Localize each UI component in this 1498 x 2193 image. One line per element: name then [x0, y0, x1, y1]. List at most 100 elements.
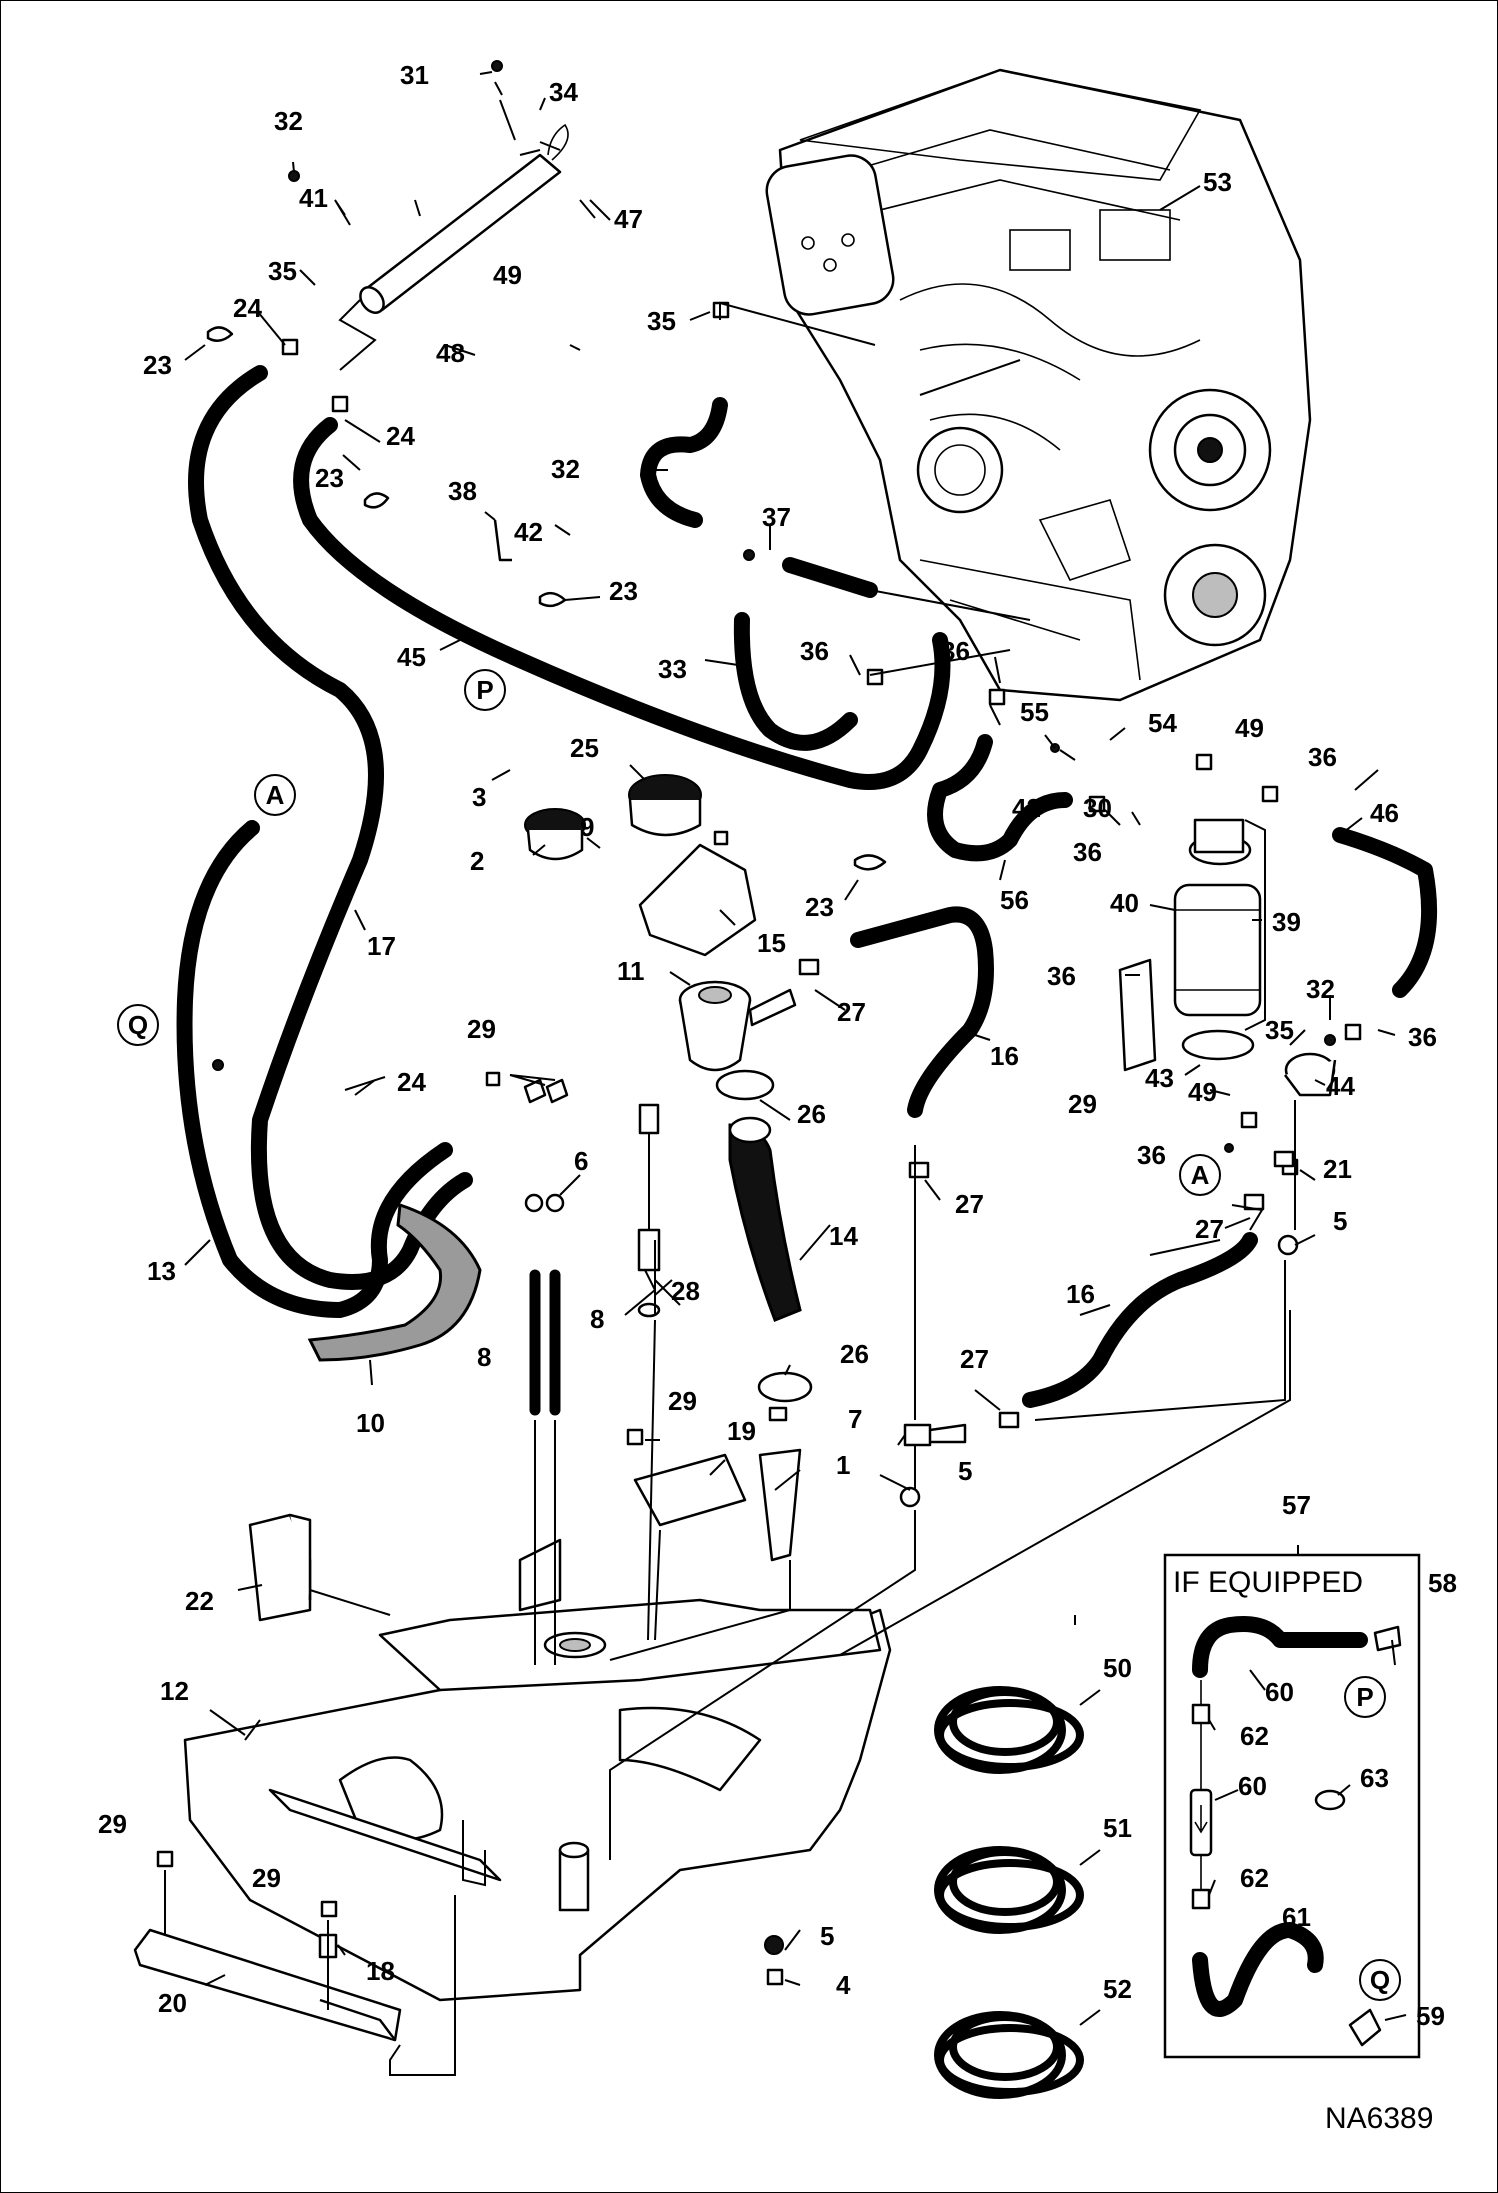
- part-label: 2: [470, 846, 484, 876]
- part-label: 7: [848, 1404, 862, 1434]
- part-label: 56: [1000, 885, 1029, 915]
- part-label: 42: [514, 517, 543, 547]
- part-label: 28: [671, 1276, 700, 1306]
- part-label: 27: [960, 1344, 989, 1374]
- skid-plate-20: [133, 1928, 402, 2042]
- part-label: 19: [727, 1416, 756, 1446]
- hose-13: [176, 820, 453, 1318]
- part-label: 63: [1360, 1763, 1389, 1793]
- part-label: 49: [493, 260, 522, 290]
- part-label: 47: [614, 204, 643, 234]
- part-label: 6: [574, 1146, 588, 1176]
- part-label: 27: [837, 997, 866, 1027]
- part-label: 23: [143, 350, 172, 380]
- clamp-26-lower: [757, 1371, 813, 1403]
- part-label: 36: [1308, 742, 1337, 772]
- part-label: 41: [299, 183, 328, 213]
- hose-48: [1332, 827, 1438, 998]
- part-label: 32: [274, 106, 303, 136]
- part-label: 16: [1066, 1279, 1095, 1309]
- part-label: 58: [1428, 1568, 1457, 1598]
- part-label: 18: [366, 1956, 395, 1986]
- part-label: 15: [757, 928, 786, 958]
- part-label: 52: [1103, 1974, 1132, 2004]
- part-label: 5: [820, 1921, 834, 1951]
- part-label: 22: [185, 1586, 214, 1616]
- part-label: 62: [1240, 1863, 1269, 1893]
- part-label: 32: [1306, 974, 1335, 1004]
- callouts: A Q P A P Q: [117, 669, 1401, 2001]
- part-label: 30: [1083, 793, 1112, 823]
- part-label: 10: [356, 1408, 385, 1438]
- part-label: 36: [1047, 961, 1076, 991]
- part-label: 50: [1103, 1653, 1132, 1683]
- part-label: 37: [762, 502, 791, 532]
- part-label: 59: [1416, 2001, 1445, 2031]
- callout-q-left: Q: [128, 1010, 148, 1040]
- part-label: 29: [252, 1863, 281, 1893]
- fuel-pump-46: [1284, 1052, 1337, 1097]
- part-label: 20: [158, 1988, 187, 2018]
- engine-assembly: [765, 68, 1312, 702]
- filler-neck-hose-14: [728, 1116, 802, 1322]
- part-label: 39: [1272, 907, 1301, 937]
- plate-22: [248, 1513, 312, 1622]
- callout-q-box: Q: [1370, 1965, 1390, 1995]
- part-label: 9: [580, 812, 594, 842]
- part-labels: 1 2 3 4 5 5 5 6 7 8 8 9 10 11 12 13 14 1…: [98, 60, 1457, 2031]
- part-label: 4: [836, 1970, 851, 2000]
- part-label: 62: [1240, 1721, 1269, 1751]
- part-label: 42: [1012, 793, 1041, 823]
- part-label: 61: [1282, 1902, 1311, 1932]
- part-label: 23: [805, 892, 834, 922]
- part-label: 29: [98, 1809, 127, 1839]
- part-label: 35: [1265, 1015, 1294, 1045]
- hose-58: [927, 734, 1073, 862]
- part-label: 21: [1323, 1154, 1352, 1184]
- part-label: 24: [397, 1067, 426, 1097]
- hose-33: [640, 397, 728, 528]
- part-label: 44: [1326, 1071, 1355, 1101]
- hose-coil-54: [934, 2011, 1084, 2099]
- part-label: 55: [1020, 697, 1049, 727]
- part-label: 46: [1370, 798, 1399, 828]
- part-label: 32: [551, 454, 580, 484]
- callout-p-left: P: [476, 675, 493, 705]
- leader-lines: [164, 71, 1407, 2076]
- tee-7: [903, 1423, 967, 1447]
- part-label: 36: [800, 636, 829, 666]
- if-equipped-box: IF EQUIPPED: [1163, 1553, 1421, 2059]
- part-label: 3: [472, 782, 486, 812]
- part-label: 26: [840, 1339, 869, 1369]
- part-label: 54: [1148, 708, 1177, 738]
- part-label: 5: [958, 1456, 972, 1486]
- part-label: 1: [836, 1450, 850, 1480]
- hose-47: [293, 417, 951, 790]
- fuel-cap-25: [628, 774, 702, 837]
- part-label: 51: [1103, 1813, 1132, 1843]
- part-label: 26: [797, 1099, 826, 1129]
- callout-p-circle-left: [464, 669, 506, 711]
- part-label: 34: [549, 77, 578, 107]
- part-label: 36: [941, 636, 970, 666]
- bracket-15: [638, 843, 757, 957]
- part-label: 29: [467, 1014, 496, 1044]
- hose-50-assembly: [288, 60, 569, 314]
- part-label: 36: [1408, 1022, 1437, 1052]
- if-equipped-title: IF EQUIPPED: [1173, 1566, 1363, 1599]
- callout-a-left: A: [266, 780, 285, 810]
- hose-16-lower: [1022, 1232, 1258, 1408]
- part-label: 36: [1137, 1140, 1166, 1170]
- callout-a-circle-right: [1179, 1154, 1221, 1196]
- part-label: 14: [829, 1221, 858, 1251]
- filler-neck-11: [678, 980, 797, 1072]
- part-label: 60: [1265, 1677, 1294, 1707]
- part-label: 45: [397, 642, 426, 672]
- part-label: 38: [448, 476, 477, 506]
- part-label: 48: [436, 338, 465, 368]
- part-label: 16: [990, 1041, 1019, 1071]
- fuel-filter-41: [1173, 818, 1262, 1061]
- callout-a-circle-left: [254, 774, 296, 816]
- part-label: 29: [668, 1386, 697, 1416]
